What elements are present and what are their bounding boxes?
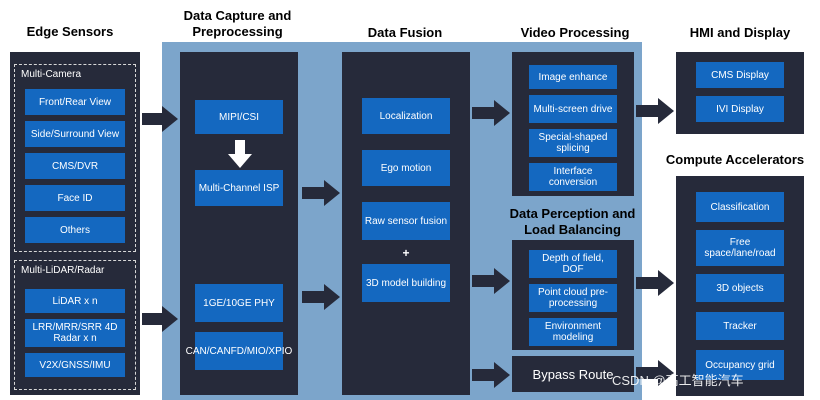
title-video-processing: Video Processing [520, 25, 630, 40]
3d-model-building-box: 3D model building [362, 264, 450, 302]
compute-accelerators-panel: Classification Free space/lane/road 3D o… [676, 176, 804, 396]
localization-box: Localization [362, 98, 450, 134]
arrow-icon [302, 284, 340, 310]
arrow-icon [636, 360, 674, 386]
arrow-icon [636, 270, 674, 296]
watermark: CSDN @高工智能汽车 [612, 373, 744, 388]
plus-sign: + [402, 246, 410, 260]
arrow-icon [472, 268, 510, 294]
ego-motion-box: Ego motion [362, 150, 450, 186]
video-processing-panel: Image enhance Multi-screen drive Special… [512, 52, 634, 196]
free-space-box: Free space/lane/road [696, 230, 784, 266]
multi-channel-isp-box: Multi-Channel ISP [195, 170, 283, 206]
front-rear-view-box: Front/Rear View [25, 89, 125, 115]
v2x-gnss-imu-box: V2X/GNSS/IMU [25, 353, 125, 377]
arrow-icon [472, 100, 510, 126]
title-data-perception: Data Perception and Load Balancing [509, 206, 636, 237]
title-hmi-display: HMI and Display [689, 25, 791, 40]
title-data-fusion: Data Fusion [367, 25, 443, 40]
face-id-box: Face ID [25, 185, 125, 211]
classification-box: Classification [696, 192, 784, 222]
image-enhance-box: Image enhance [529, 65, 617, 89]
multi-camera-group: Multi-Camera Front/Rear View Side/Surrou… [14, 64, 136, 252]
3d-objects-box: 3D objects [696, 274, 784, 302]
multi-lidar-radar-group: Multi-LiDAR/Radar LiDAR x n LRR/MRR/SRR … [14, 260, 136, 390]
lidar-box: LiDAR x n [25, 289, 125, 313]
ethernet-phy-box: 1GE/10GE PHY [195, 284, 283, 322]
arrow-icon [142, 306, 178, 332]
data-capture-panel: MIPI/CSI Multi-Channel ISP 1GE/10GE PHY … [180, 52, 298, 395]
interface-conversion-box: Interface conversion [529, 163, 617, 191]
occupancy-grid-box: Occupancy grid [696, 350, 784, 380]
radar-box: LRR/MRR/SRR 4D Radar x n [25, 319, 125, 347]
bypass-route-box: Bypass Route [512, 356, 634, 392]
multi-lidar-radar-label: Multi-LiDAR/Radar [21, 265, 105, 276]
multi-camera-label: Multi-Camera [21, 69, 82, 80]
data-perception-panel: Depth of field, DOF Point cloud pre-proc… [512, 240, 634, 350]
special-shaped-splicing-box: Special-shaped splicing [529, 129, 617, 157]
title-compute-accelerators: Compute Accelerators [665, 152, 805, 167]
raw-sensor-fusion-box: Raw sensor fusion [362, 202, 450, 240]
title-data-capture: Data Capture and Preprocessing [183, 8, 292, 39]
side-surround-view-box: Side/Surround View [25, 121, 125, 147]
title-edge-sensors: Edge Sensors [26, 24, 114, 39]
hmi-display-panel: CMS Display IVI Display [676, 52, 804, 134]
data-fusion-panel: Localization Ego motion Raw sensor fusio… [342, 52, 470, 395]
others-box: Others [25, 217, 125, 243]
cms-display-box: CMS Display [696, 62, 784, 88]
arrow-icon [142, 106, 178, 132]
multi-screen-drive-box: Multi-screen drive [529, 95, 617, 123]
ivi-display-box: IVI Display [696, 96, 784, 122]
arrow-icon [302, 180, 340, 206]
down-arrow-icon [228, 140, 252, 168]
tracker-box: Tracker [696, 312, 784, 340]
environment-modeling-box: Environment modeling [529, 318, 617, 346]
depth-of-field-box: Depth of field, DOF [529, 250, 617, 278]
arrow-icon [472, 362, 510, 388]
arrow-icon [636, 98, 674, 124]
can-canfd-box: CAN/CANFD/MIO/XPIO [186, 332, 292, 370]
point-cloud-box: Point cloud pre-processing [529, 284, 617, 312]
edge-sensors-panel: Multi-Camera Front/Rear View Side/Surrou… [10, 52, 140, 395]
mipi-csi-box: MIPI/CSI [195, 100, 283, 134]
cms-dvr-box: CMS/DVR [25, 153, 125, 179]
